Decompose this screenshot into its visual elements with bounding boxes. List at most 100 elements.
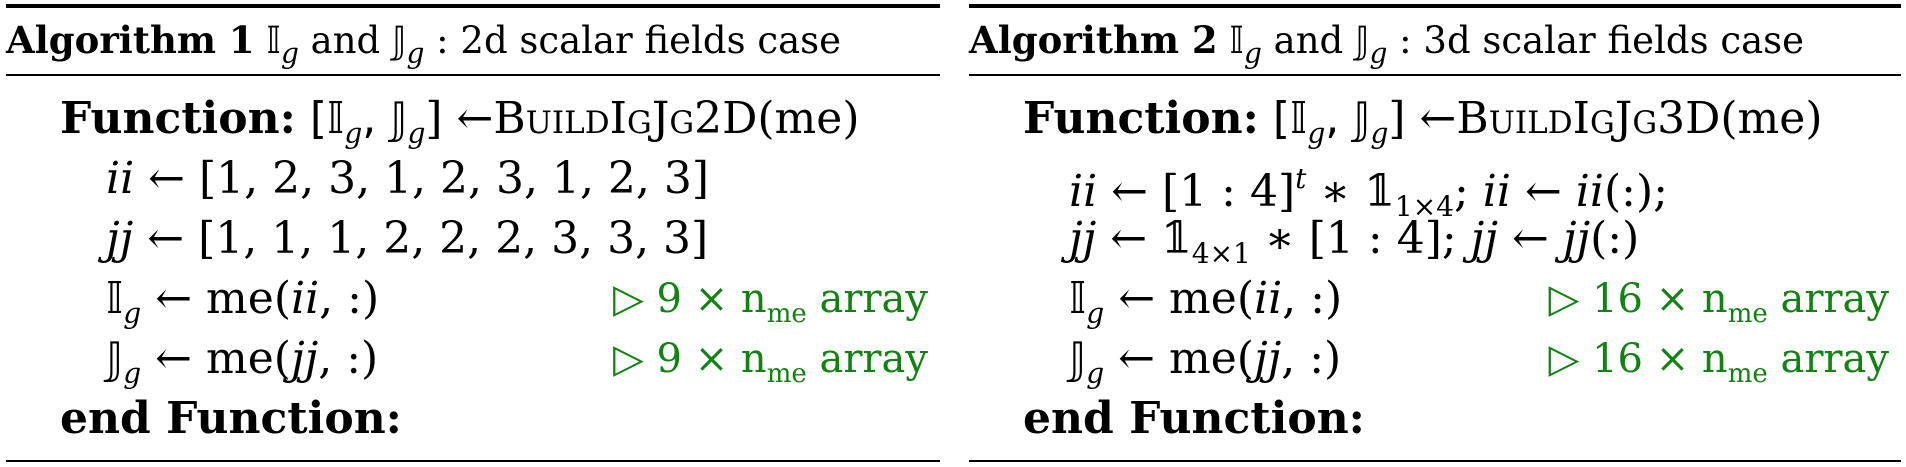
var-ii: ii: [1482, 166, 1511, 217]
function-header: Function: [𝕀g, 𝕁g] ←BuildIgJg3D(me): [1023, 90, 1823, 150]
signature-open: [𝕀: [309, 93, 345, 144]
ii-expr: ← [1 : 4]: [1097, 166, 1296, 217]
ig-index: ii: [291, 273, 320, 324]
signature-subscript: g: [407, 117, 426, 150]
function-name: BuildIgJg3D: [1456, 93, 1721, 144]
comment-text: array: [806, 276, 928, 322]
bottom-rule: [6, 460, 940, 462]
comment-subscript: me: [766, 299, 807, 329]
function-args: (me): [1720, 93, 1823, 144]
var-jj: jj: [1069, 213, 1097, 264]
comment-text: ▷ 9 × n: [613, 276, 767, 322]
jg-comment: ▷ 9 × nme array: [613, 330, 928, 389]
signature-mid: , 𝕁: [362, 93, 408, 144]
ones-subscript: 1×4: [1394, 190, 1454, 223]
ig-expr-pre: ← me(: [1104, 273, 1254, 324]
var-jj: jj: [1562, 213, 1591, 264]
ii-expr: ∗ 𝟙: [1306, 166, 1395, 217]
signature-close: ] ←: [425, 93, 494, 144]
ig-assignment-line: 𝕀g ← me(ii, :): [106, 270, 380, 330]
jg-assignment-line: 𝕁g ← me(jj, :): [1069, 330, 1341, 390]
Ig-symbol: 𝕀: [106, 273, 124, 324]
caption-Ig-symbol: 𝕀: [1229, 19, 1244, 62]
jg-comment: ▷ 16 × nme array: [1548, 330, 1889, 389]
ig-expr-post: , :): [1282, 273, 1343, 324]
jg-index: jj: [290, 333, 319, 384]
Ig-subscript: g: [1086, 297, 1105, 330]
jj-value: ← [1, 1, 1, 2, 2, 2, 3, 3, 3]: [133, 213, 709, 264]
algorithm-2-caption: Algorithm 2 𝕀g and 𝕁g : 3d scalar fields…: [969, 12, 1901, 70]
Jg-subscript: g: [1086, 357, 1105, 390]
comment-text: ▷ 16 × n: [1548, 276, 1728, 322]
algorithm-1-caption: Algorithm 1 𝕀g and 𝕁g : 2d scalar fields…: [6, 12, 940, 70]
jg-assignment-line: 𝕁g ← me(jj, :): [106, 330, 379, 390]
algorithm-label: Algorithm 2: [969, 18, 1218, 62]
jg-expr-pre: ← me(: [141, 333, 291, 384]
var-ii: ii: [106, 153, 135, 204]
function-header: Function: [𝕀g, 𝕁g] ←BuildIgJg2D(me): [60, 90, 860, 150]
signature-mid: , 𝕁: [1325, 93, 1371, 144]
var-jj: jj: [1470, 213, 1498, 264]
jj-expr: ∗ [1 : 4];: [1250, 213, 1471, 264]
transpose-superscript: t: [1295, 162, 1307, 195]
signature-subscript: g: [1307, 117, 1326, 150]
caption-subscript: g: [406, 37, 425, 70]
Jg-subscript: g: [123, 357, 142, 390]
algorithm-1-block: Algorithm 1 𝕀g and 𝕁g : 2d scalar fields…: [6, 0, 940, 467]
mid-rule: [969, 74, 1901, 76]
ii-value: ← [1, 2, 3, 1, 2, 3, 1, 2, 3]: [134, 153, 710, 204]
function-keyword: Function:: [1023, 93, 1259, 144]
end-function: end Function:: [1023, 393, 1365, 444]
comment-text: ▷ 9 × n: [613, 336, 767, 382]
jj-expr: ← 𝟙: [1096, 213, 1192, 264]
ones-subscript: 4×1: [1191, 237, 1251, 270]
var-jj: jj: [106, 213, 134, 264]
ig-expr-post: , :): [319, 273, 380, 324]
ii-assignment-line: ii ← [1, 2, 3, 1, 2, 3, 1, 2, 3]: [106, 150, 709, 208]
jj-expr: ←: [1497, 213, 1563, 264]
Jg-symbol: 𝕁: [1069, 333, 1087, 384]
comment-subscript: me: [1727, 299, 1768, 329]
bottom-rule: [969, 460, 1901, 462]
mid-rule: [6, 74, 940, 76]
function-name: BuildIgJg2D: [493, 93, 758, 144]
caption-subscript: g: [280, 37, 299, 70]
caption-subscript: g: [1243, 37, 1262, 70]
ig-assignment-line: 𝕀g ← me(ii, :): [1069, 270, 1343, 330]
signature-subscript: g: [1370, 117, 1389, 150]
ig-comment: ▷ 9 × nme array: [613, 270, 928, 329]
ii-assignment-line: ii ← [1 : 4]t ∗ 𝟙1×4; ii ← ii(:);: [1069, 150, 1668, 223]
caption-title: : 2d scalar fields case: [424, 19, 842, 62]
caption-Jg-symbol: 𝕁: [1354, 19, 1370, 62]
comment-subscript: me: [1727, 359, 1768, 389]
function-args: (me): [757, 93, 860, 144]
function-keyword: Function:: [60, 93, 296, 144]
top-rule: [6, 4, 940, 8]
ig-comment: ▷ 16 × nme array: [1548, 270, 1889, 329]
jj-assignment-line: jj ← [1, 1, 1, 2, 2, 2, 3, 3, 3]: [106, 210, 708, 268]
jg-expr-post: , :): [318, 333, 379, 384]
ii-expr: (:);: [1603, 166, 1668, 217]
comment-subscript: me: [766, 359, 807, 389]
top-rule: [969, 4, 1901, 8]
comment-text: array: [1767, 276, 1889, 322]
caption-title: : 3d scalar fields case: [1387, 19, 1805, 62]
var-ii: ii: [1575, 166, 1604, 217]
ii-expr: ←: [1510, 166, 1576, 217]
signature-close: ] ←: [1388, 93, 1457, 144]
jg-index: jj: [1253, 333, 1282, 384]
jj-expr: (:): [1590, 213, 1640, 264]
jg-expr-pre: ← me(: [1104, 333, 1254, 384]
caption-subscript: g: [1369, 37, 1388, 70]
caption-Jg-symbol: 𝕁: [391, 19, 407, 62]
caption-and: and: [298, 19, 392, 62]
Ig-subscript: g: [123, 297, 142, 330]
var-ii: ii: [1069, 166, 1098, 217]
ig-index: ii: [1254, 273, 1283, 324]
caption-and: and: [1261, 19, 1355, 62]
signature-open: [𝕀: [1272, 93, 1308, 144]
signature-subscript: g: [344, 117, 363, 150]
caption-Ig-symbol: 𝕀: [266, 19, 281, 62]
comment-text: ▷ 16 × n: [1548, 336, 1728, 382]
Ig-symbol: 𝕀: [1069, 273, 1087, 324]
